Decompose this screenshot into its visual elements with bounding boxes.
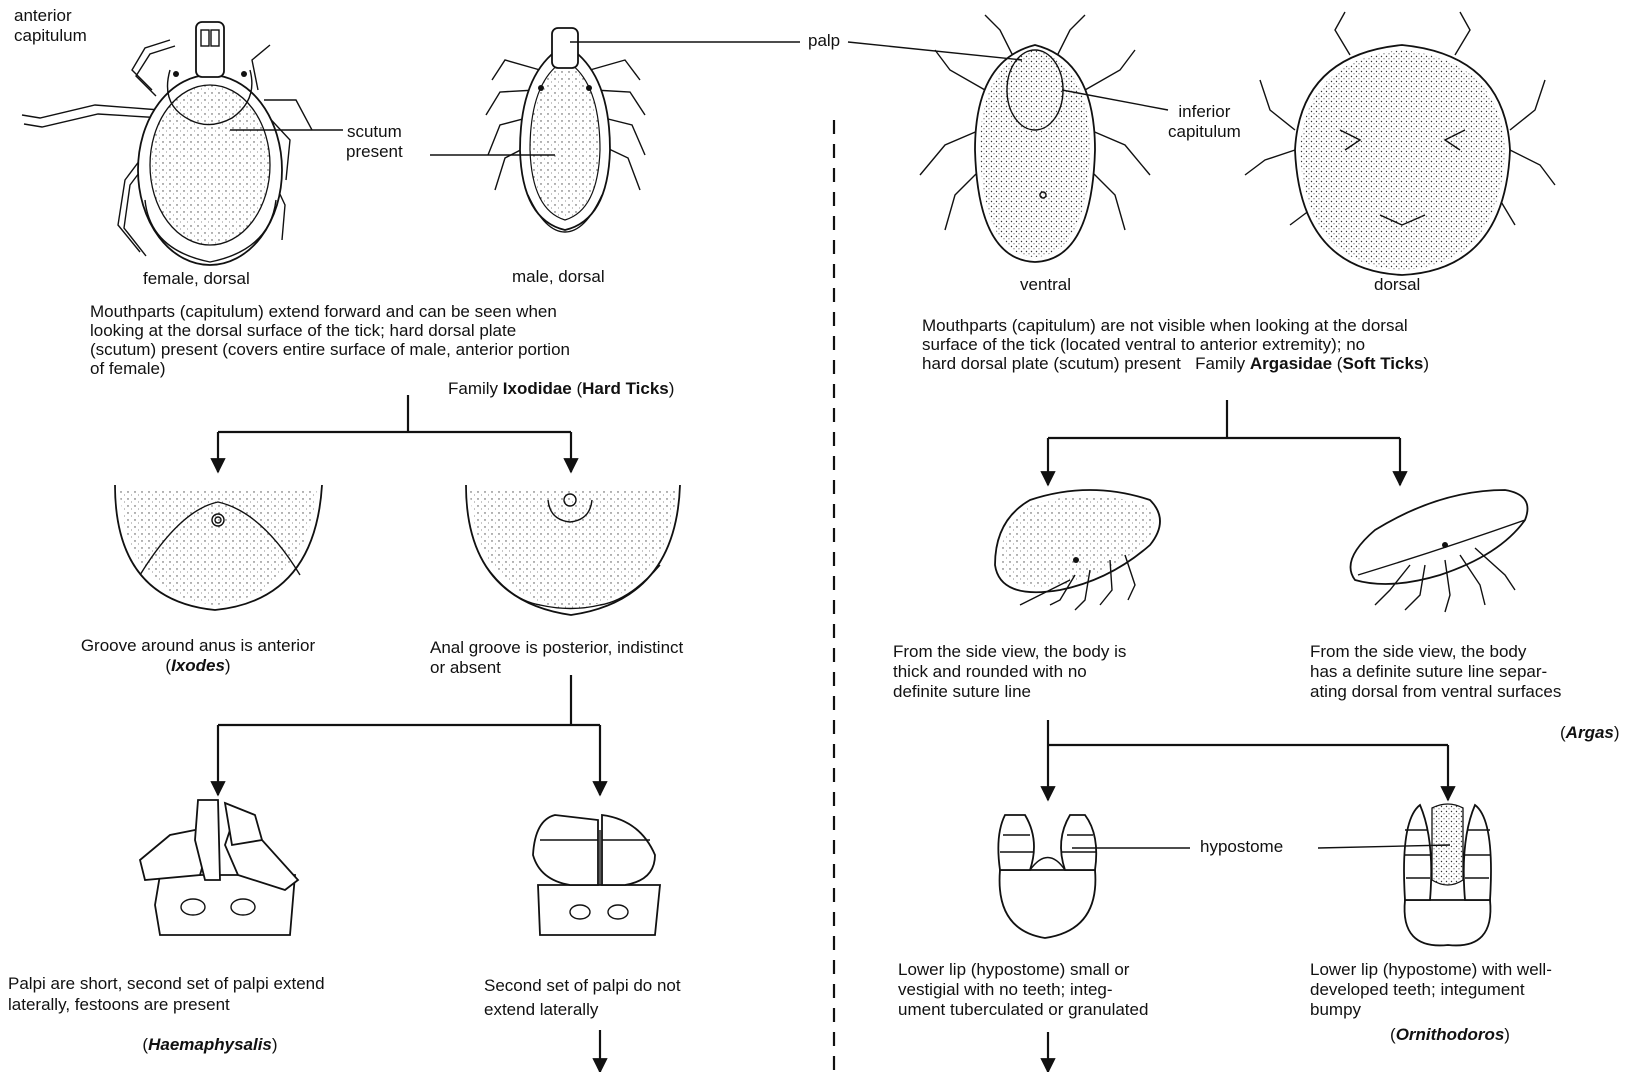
suture-line-caption: From the side view, the body has a defin… [1310, 642, 1561, 702]
caption-line: Second set of palpi do not [484, 974, 681, 998]
haemaphysalis-genus-label: (Haemaphysalis) [110, 1034, 310, 1056]
thick-body-caption: From the side view, the body is thick an… [893, 642, 1126, 702]
label-line: capitulum [14, 26, 87, 46]
female-dorsal-caption: female, dorsal [143, 268, 250, 290]
genus-name: Haemaphysalis [148, 1035, 272, 1054]
caption-line: (Ixodes) [48, 656, 348, 676]
soft-tick-dorsal-drawing [1245, 12, 1555, 275]
genus-name: Ornithodoros [1396, 1025, 1505, 1044]
anterior-capitulum-label: anterior capitulum [14, 6, 87, 46]
ventral-caption: ventral [1020, 274, 1071, 296]
argas-suture-side-drawing [1351, 490, 1528, 612]
caption-line: has a definite suture line separ- [1310, 662, 1561, 682]
family-common-name: Hard Ticks [582, 379, 669, 398]
desc-line: surface of the tick (located ventral to … [922, 335, 1429, 354]
hypostome-label: hypostome [1200, 836, 1283, 858]
palpi-not-lateral-caption: Second set of palpi do not extend latera… [484, 974, 681, 1022]
caption-line: bumpy [1310, 1000, 1552, 1020]
label-line: present [346, 142, 403, 162]
caption-line: From the side view, the body is [893, 642, 1126, 662]
small-hypostome-caption: Lower lip (hypostome) small or vestigial… [898, 960, 1148, 1020]
groove-anterior-caption: Groove around anus is anterior (Ixodes) [48, 636, 348, 676]
anal-groove-anterior-drawing [115, 485, 322, 610]
caption-line: extend laterally [484, 998, 681, 1022]
desc-line: hard dorsal plate (scutum) present Famil… [922, 354, 1429, 373]
caption-line: From the side view, the body [1310, 642, 1561, 662]
caption-line: vestigial with no teeth; integ- [898, 980, 1148, 1000]
anal-groove-posterior-drawing [466, 485, 680, 615]
desc-line: (scutum) present (covers entire surface … [90, 340, 570, 359]
caption-line: Anal groove is posterior, indistinct [430, 638, 683, 658]
caption-line: ument tuberculated or granulated [898, 1000, 1148, 1020]
family-prefix: Family [1195, 354, 1250, 373]
family-name: Ixodidae [503, 379, 572, 398]
dorsal-caption: dorsal [1374, 274, 1420, 296]
caption-line: Palpi are short, second set of palpi ext… [8, 973, 325, 994]
genus-name: Ixodes [171, 656, 225, 675]
inferior-capitulum-label: inferior capitulum [1168, 102, 1241, 142]
label-line: capitulum [1168, 122, 1241, 142]
hard-ticks-description: Mouthparts (capitulum) extend forward an… [90, 302, 570, 378]
caption-line: laterally, festoons are present [8, 994, 325, 1015]
family-name: Argasidae [1250, 354, 1332, 373]
male-dorsal-caption: male, dorsal [512, 266, 605, 288]
desc-line-text: hard dorsal plate (scutum) present [922, 354, 1181, 373]
label-line: anterior [14, 6, 87, 26]
toothed-hypostome-caption: Lower lip (hypostome) with well- develop… [1310, 960, 1552, 1020]
label-line: inferior [1168, 102, 1241, 122]
argasid-thick-side-drawing [995, 490, 1160, 610]
desc-line: of female) [90, 359, 570, 378]
female-tick-drawing [22, 22, 312, 265]
groove-posterior-caption: Anal groove is posterior, indistinct or … [430, 638, 683, 678]
scutum-present-label: scutum present [346, 122, 403, 162]
family-common-name: Soft Ticks [1342, 354, 1423, 373]
family-prefix: Family [448, 379, 503, 398]
caption-line: Lower lip (hypostome) small or [898, 960, 1148, 980]
desc-line: Mouthparts (capitulum) extend forward an… [90, 302, 570, 321]
family-ixodidae-label: Family Ixodidae (Hard Ticks) [448, 378, 674, 400]
palp-label: palp [808, 30, 840, 52]
desc-line: Mouthparts (capitulum) are not visible w… [922, 316, 1429, 335]
nonlateral-capitulum-drawing [533, 815, 660, 935]
soft-ticks-description: Mouthparts (capitulum) are not visible w… [922, 316, 1429, 373]
caption-line: thick and rounded with no [893, 662, 1126, 682]
caption-line: ating dorsal from ventral surfaces [1310, 682, 1561, 702]
male-tick-drawing [486, 28, 645, 232]
toothed-hypostome-drawing [1404, 804, 1491, 945]
caption-line: developed teeth; integument [1310, 980, 1552, 1000]
haemaphysalis-capitulum-drawing [140, 800, 298, 935]
ornithodoros-genus-label: (Ornithodoros) [1360, 1024, 1540, 1046]
label-line: scutum [346, 122, 403, 142]
argas-genus-label: (Argas) [1560, 722, 1620, 744]
caption-line: definite suture line [893, 682, 1126, 702]
caption-line: or absent [430, 658, 683, 678]
small-hypostome-drawing [998, 815, 1096, 938]
desc-line: looking at the dorsal surface of the tic… [90, 321, 570, 340]
caption-line: Groove around anus is anterior [48, 636, 348, 656]
caption-line: Lower lip (hypostome) with well- [1310, 960, 1552, 980]
palpi-short-caption: Palpi are short, second set of palpi ext… [8, 973, 325, 1015]
soft-tick-ventral-drawing [920, 15, 1150, 262]
genus-name: Argas [1566, 723, 1614, 742]
palp-pointer-right [848, 42, 1022, 60]
